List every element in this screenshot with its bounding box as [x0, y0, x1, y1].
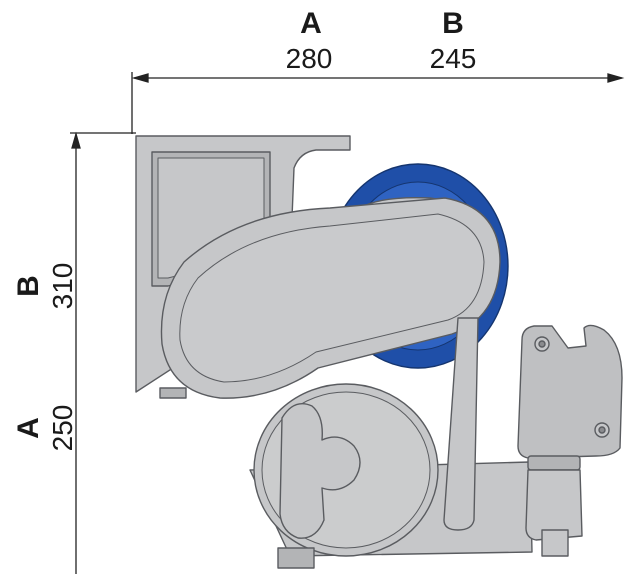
coupling-tab [541, 529, 569, 557]
handle-rod [443, 317, 479, 531]
horizontal-dim-b-value: 245 [430, 43, 477, 74]
dimension-lines [70, 72, 625, 574]
vertical-dim-a: A 250 [12, 405, 78, 452]
horizontal-dim-b: B 245 [430, 7, 477, 74]
horizontal-dim-a-value: 280 [286, 43, 333, 74]
device-illustration [135, 135, 623, 569]
horizontal-dim-b-letter: B [442, 7, 464, 40]
vertical-dim-b-letter: B [12, 275, 45, 297]
horizontal-arrow-right [607, 73, 625, 83]
horizontal-dim-a-letter: A [300, 7, 322, 40]
horizontal-dim-a: A 280 [286, 7, 333, 74]
hook-bracket [517, 324, 623, 459]
hook-bolt-top-center [538, 340, 546, 348]
vertical-dim-a-value: 250 [47, 405, 78, 452]
main-arm-inset [179, 213, 485, 383]
vertical-dim-b-value: 310 [47, 263, 78, 310]
coupling-collar [527, 455, 581, 471]
vertical-dim-a-letter: A [12, 417, 45, 439]
bracket-foot [159, 387, 187, 399]
hook-bolt-bottom-center [598, 426, 606, 434]
crank-knob [279, 403, 361, 539]
vertical-arrow-top [71, 131, 81, 149]
horizontal-arrow-left [131, 73, 149, 83]
vertical-dim-b: B 310 [12, 263, 78, 310]
bottom-stub [277, 547, 315, 569]
